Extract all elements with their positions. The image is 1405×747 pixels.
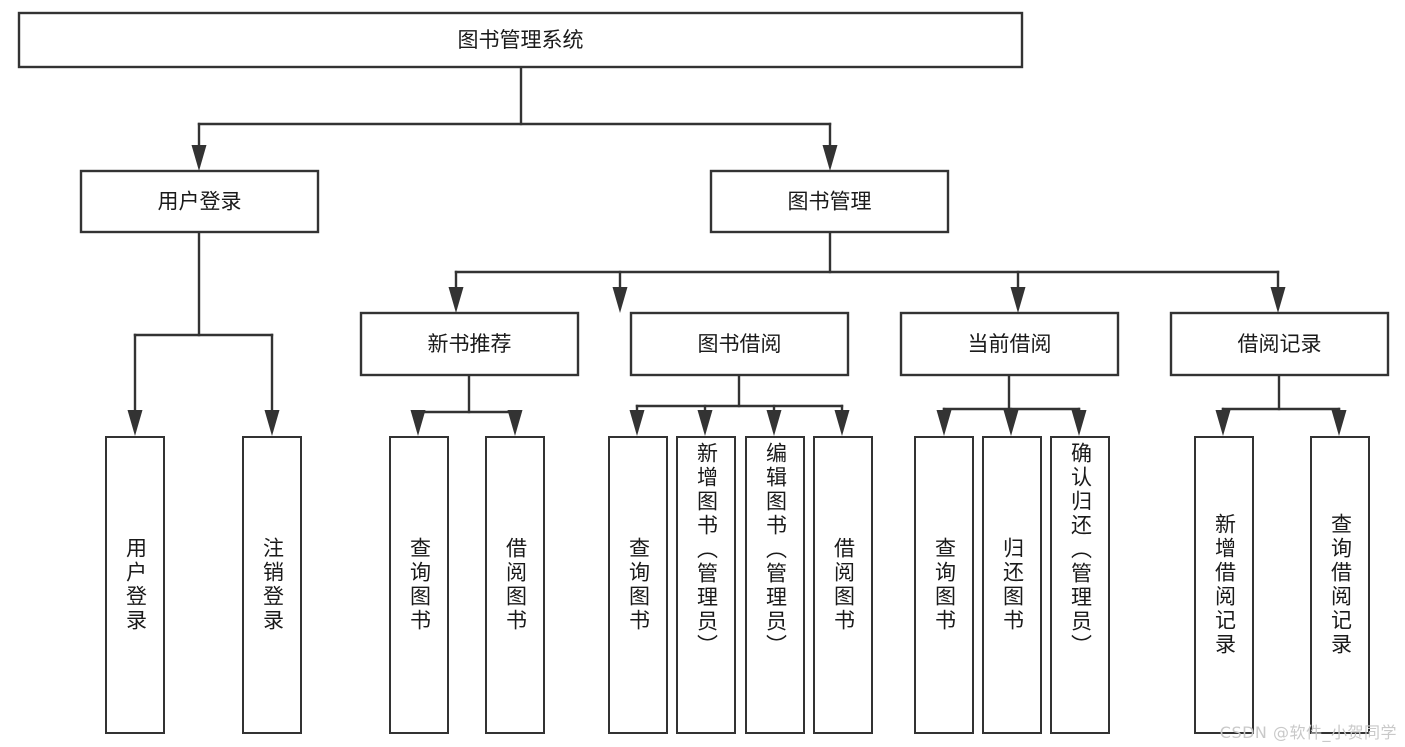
- node-leaf-logout[interactable]: 注销登录: [242, 436, 302, 734]
- node-leaf-edit-book[interactable]: 编辑图书（管理员）: [745, 436, 805, 734]
- node-root-label: 图书管理系统: [458, 28, 584, 52]
- node-user-login[interactable]: 用户登录: [79, 169, 320, 234]
- node-user-login-box[interactable]: [79, 169, 320, 234]
- user-login-arrow-0-head: [127, 410, 143, 436]
- user-login-arrow-1-head: [264, 410, 280, 436]
- node-leaf-query-book-3-label: 查询图书: [932, 537, 957, 633]
- group-book-borrow-arrow-2-head: [766, 410, 782, 436]
- node-borrow-record[interactable]: 借阅记录: [1169, 311, 1390, 377]
- node-root-box[interactable]: [17, 11, 1024, 69]
- node-leaf-borrow-book-2[interactable]: 借阅图书: [813, 436, 873, 734]
- book-manage-arrow-2-head: [1010, 287, 1026, 313]
- group-current-borrow-arrow-1-head: [1003, 410, 1019, 436]
- node-new-book-recommend-box[interactable]: [359, 311, 580, 377]
- group-new-book-recommend-arrow-0-head: [410, 410, 426, 436]
- node-leaf-query-book-1[interactable]: 查询图书: [389, 436, 449, 734]
- node-book-manage-box[interactable]: [709, 169, 950, 234]
- node-new-book-recommend[interactable]: 新书推荐: [359, 311, 580, 377]
- connectors-layer: [127, 65, 1347, 436]
- node-current-borrow-label: 当前借阅: [968, 332, 1052, 356]
- group-current-borrow-arrow-0-head: [936, 410, 952, 436]
- node-current-borrow-box[interactable]: [899, 311, 1120, 377]
- root-arrow-0-head: [191, 145, 207, 171]
- root-arrow-1-head: [822, 145, 838, 171]
- node-book-borrow[interactable]: 图书借阅: [629, 311, 850, 377]
- node-leaf-query-record[interactable]: 查询借阅记录: [1310, 436, 1370, 734]
- node-leaf-query-book-2[interactable]: 查询图书: [608, 436, 668, 734]
- node-book-borrow-box[interactable]: [629, 311, 850, 377]
- node-borrow-record-label: 借阅记录: [1238, 332, 1322, 356]
- group-current-borrow-arrow-2-head: [1071, 410, 1087, 436]
- node-leaf-borrow-book-2-label: 借阅图书: [831, 537, 856, 633]
- node-leaf-confirm-return-label: 确认归还（管理员）: [1068, 442, 1093, 658]
- node-leaf-query-book-3[interactable]: 查询图书: [914, 436, 974, 734]
- node-leaf-add-record-label: 新增借阅记录: [1212, 513, 1237, 657]
- node-leaf-add-record[interactable]: 新增借阅记录: [1194, 436, 1254, 734]
- book-manage-arrow-0-head: [448, 287, 464, 313]
- node-leaf-confirm-return[interactable]: 确认归还（管理员）: [1050, 436, 1110, 734]
- node-leaf-return-book[interactable]: 归还图书: [982, 436, 1042, 734]
- group-book-borrow-arrow-3-head: [834, 410, 850, 436]
- watermark-text: CSDN @软件_小贺同学: [1219, 723, 1397, 742]
- node-new-book-recommend-label: 新书推荐: [428, 332, 512, 356]
- node-root[interactable]: 图书管理系统: [17, 11, 1024, 69]
- node-leaf-logout-label: 注销登录: [260, 537, 285, 633]
- node-book-borrow-label: 图书借阅: [698, 332, 782, 356]
- node-borrow-record-box[interactable]: [1169, 311, 1390, 377]
- node-user-login-label: 用户登录: [158, 190, 242, 214]
- book-manage-arrow-3-head: [1270, 287, 1286, 313]
- node-current-borrow[interactable]: 当前借阅: [899, 311, 1120, 377]
- node-book-manage[interactable]: 图书管理: [709, 169, 950, 234]
- node-leaf-add-book-label: 新增图书（管理员）: [694, 442, 719, 658]
- group-book-borrow-arrow-0-head: [629, 410, 645, 436]
- group-book-borrow-arrow-1-head: [697, 410, 713, 436]
- book-manage-arrow-1-head: [612, 287, 628, 313]
- node-leaf-user-login[interactable]: 用户登录: [105, 436, 165, 734]
- node-leaf-user-login-label: 用户登录: [123, 537, 148, 633]
- group-new-book-recommend-arrow-1-head: [507, 410, 523, 436]
- node-leaf-add-book[interactable]: 新增图书（管理员）: [676, 436, 736, 734]
- node-leaf-query-record-label: 查询借阅记录: [1328, 513, 1353, 657]
- node-leaf-return-book-label: 归还图书: [1000, 537, 1025, 633]
- node-leaf-borrow-book-1[interactable]: 借阅图书: [485, 436, 545, 734]
- node-leaf-edit-book-label: 编辑图书（管理员）: [763, 442, 788, 658]
- node-leaf-query-book-2-label: 查询图书: [626, 537, 651, 633]
- group-borrow-record-arrow-0-head: [1215, 410, 1231, 436]
- node-leaf-query-book-1-label: 查询图书: [407, 537, 432, 633]
- group-borrow-record-arrow-1-head: [1331, 410, 1347, 436]
- node-leaf-borrow-book-1-label: 借阅图书: [503, 537, 528, 633]
- node-book-manage-label: 图书管理: [788, 190, 872, 214]
